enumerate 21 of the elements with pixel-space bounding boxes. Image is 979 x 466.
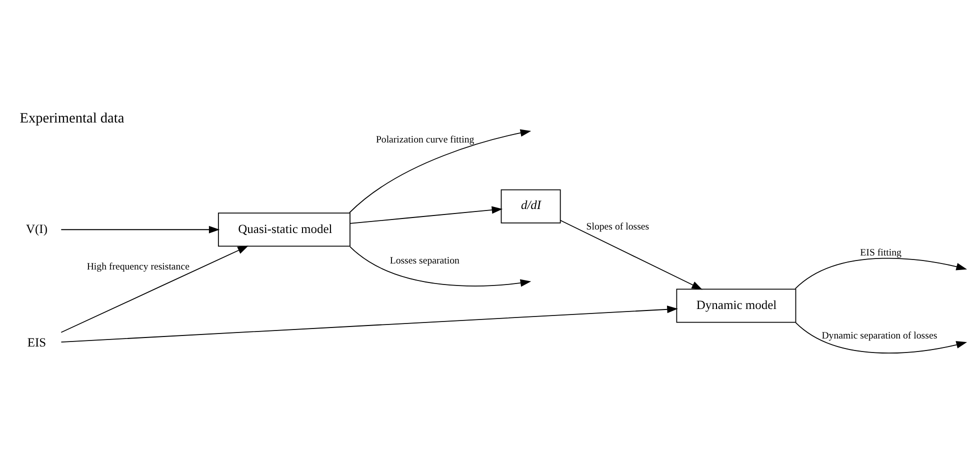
edge-label: Polarization curve fitting [376, 134, 474, 146]
arrow [795, 322, 968, 353]
arrow [349, 128, 532, 213]
arrow [60, 305, 678, 342]
node-text: V(I) [26, 221, 48, 236]
arrow [794, 257, 968, 289]
arrow [350, 246, 532, 286]
edge-label: Losses separation [390, 254, 460, 266]
edge-label: EIS fitting [860, 246, 902, 258]
node-box: Quasi-static model [218, 212, 350, 246]
edge-label: Dynamic separation of losses [822, 330, 938, 342]
arrow [60, 225, 220, 233]
arrow [350, 206, 503, 224]
node-box: Dynamic model [676, 288, 796, 322]
edge-label: Slopes of losses [586, 220, 650, 232]
arrow [560, 219, 703, 290]
diagram-title: Experimental data [20, 110, 124, 126]
node-box: d/dI [500, 188, 561, 223]
arrow [60, 245, 248, 332]
node-text: EIS [27, 335, 46, 350]
edge-label: High frequency resistance [86, 261, 190, 272]
